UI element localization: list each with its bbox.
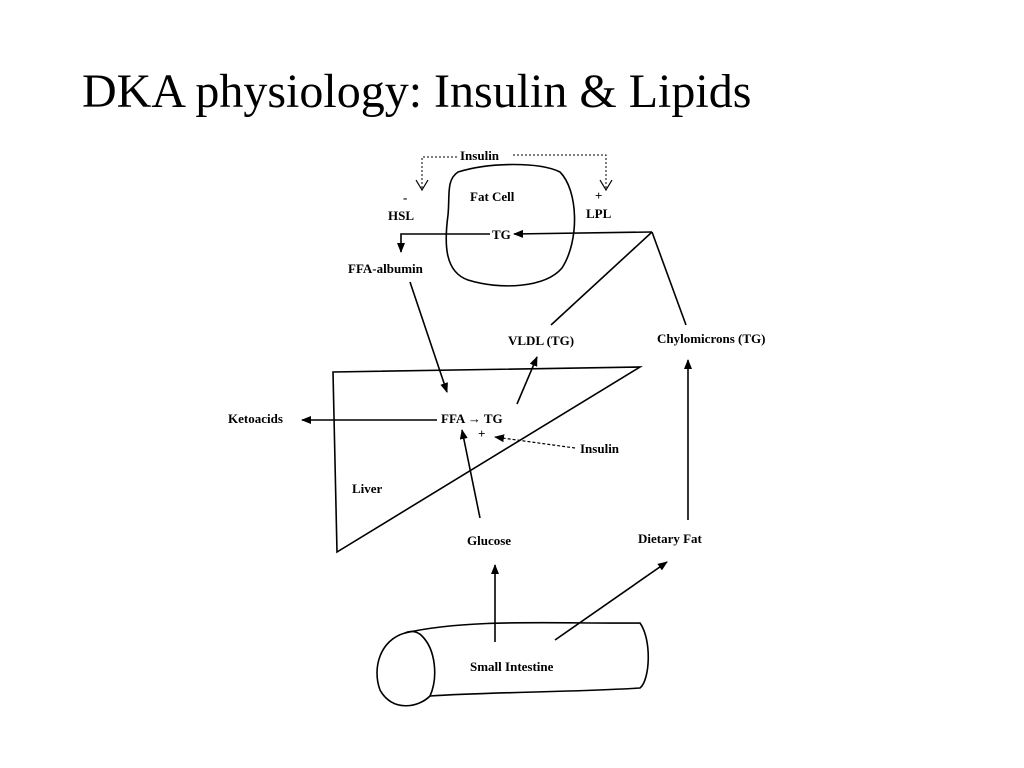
ffa-albumin-label: FFA-albumin: [348, 261, 424, 276]
chylomicrons-label: Chylomicrons (TG): [657, 331, 765, 346]
minus-sign: -: [403, 190, 407, 205]
tg-fat-label: TG: [492, 227, 511, 242]
vldl-label: VLDL (TG): [508, 333, 574, 348]
dietary-fat-label: Dietary Fat: [638, 531, 703, 546]
fat-cell-label: Fat Cell: [470, 189, 515, 204]
tg-to-ffa-albumin-arrow: [397, 233, 490, 253]
insulin-to-lpl-arrow: [599, 179, 613, 192]
apex-to-tg-arrow: [513, 229, 653, 238]
glucose-to-liver-arrow: [459, 429, 481, 519]
intestine-to-dietary-fat-arrow: [554, 561, 668, 641]
hsl-label: HSL: [388, 208, 414, 223]
small-intestine-label: Small Intestine: [470, 659, 554, 674]
liver-outline: [332, 366, 643, 554]
tg-to-vldl-arrow: [516, 356, 538, 405]
insulin-to-hsl-arrow: [415, 179, 429, 192]
ffa-to-tg-label: FFA → TG: [441, 411, 503, 426]
liver-label: Liver: [352, 481, 383, 496]
apex-to-vldl-line: [550, 231, 653, 326]
plus-sign-lpl: +: [595, 188, 602, 203]
small-intestine-outline: [404, 621, 650, 697]
insulin-top-label: Insulin: [460, 148, 500, 163]
lpl-label: LPL: [586, 206, 612, 221]
ketoacids-label: Ketoacids: [228, 411, 283, 426]
apex-to-chylomicrons-line: [651, 231, 687, 326]
insulin-to-liver-arrow: [494, 434, 576, 449]
insulin-dotted-bracket: [421, 154, 607, 188]
glucose-label: Glucose: [467, 533, 511, 548]
slide-title: DKA physiology: Insulin & Lipids: [82, 65, 752, 118]
insulin-liver-label: Insulin: [580, 441, 620, 456]
small-intestine-end: [376, 630, 436, 707]
ffa-albumin-to-liver-arrow: [409, 281, 448, 393]
fat-cell-outline: [445, 163, 576, 287]
plus-sign-liver: +: [478, 426, 485, 441]
